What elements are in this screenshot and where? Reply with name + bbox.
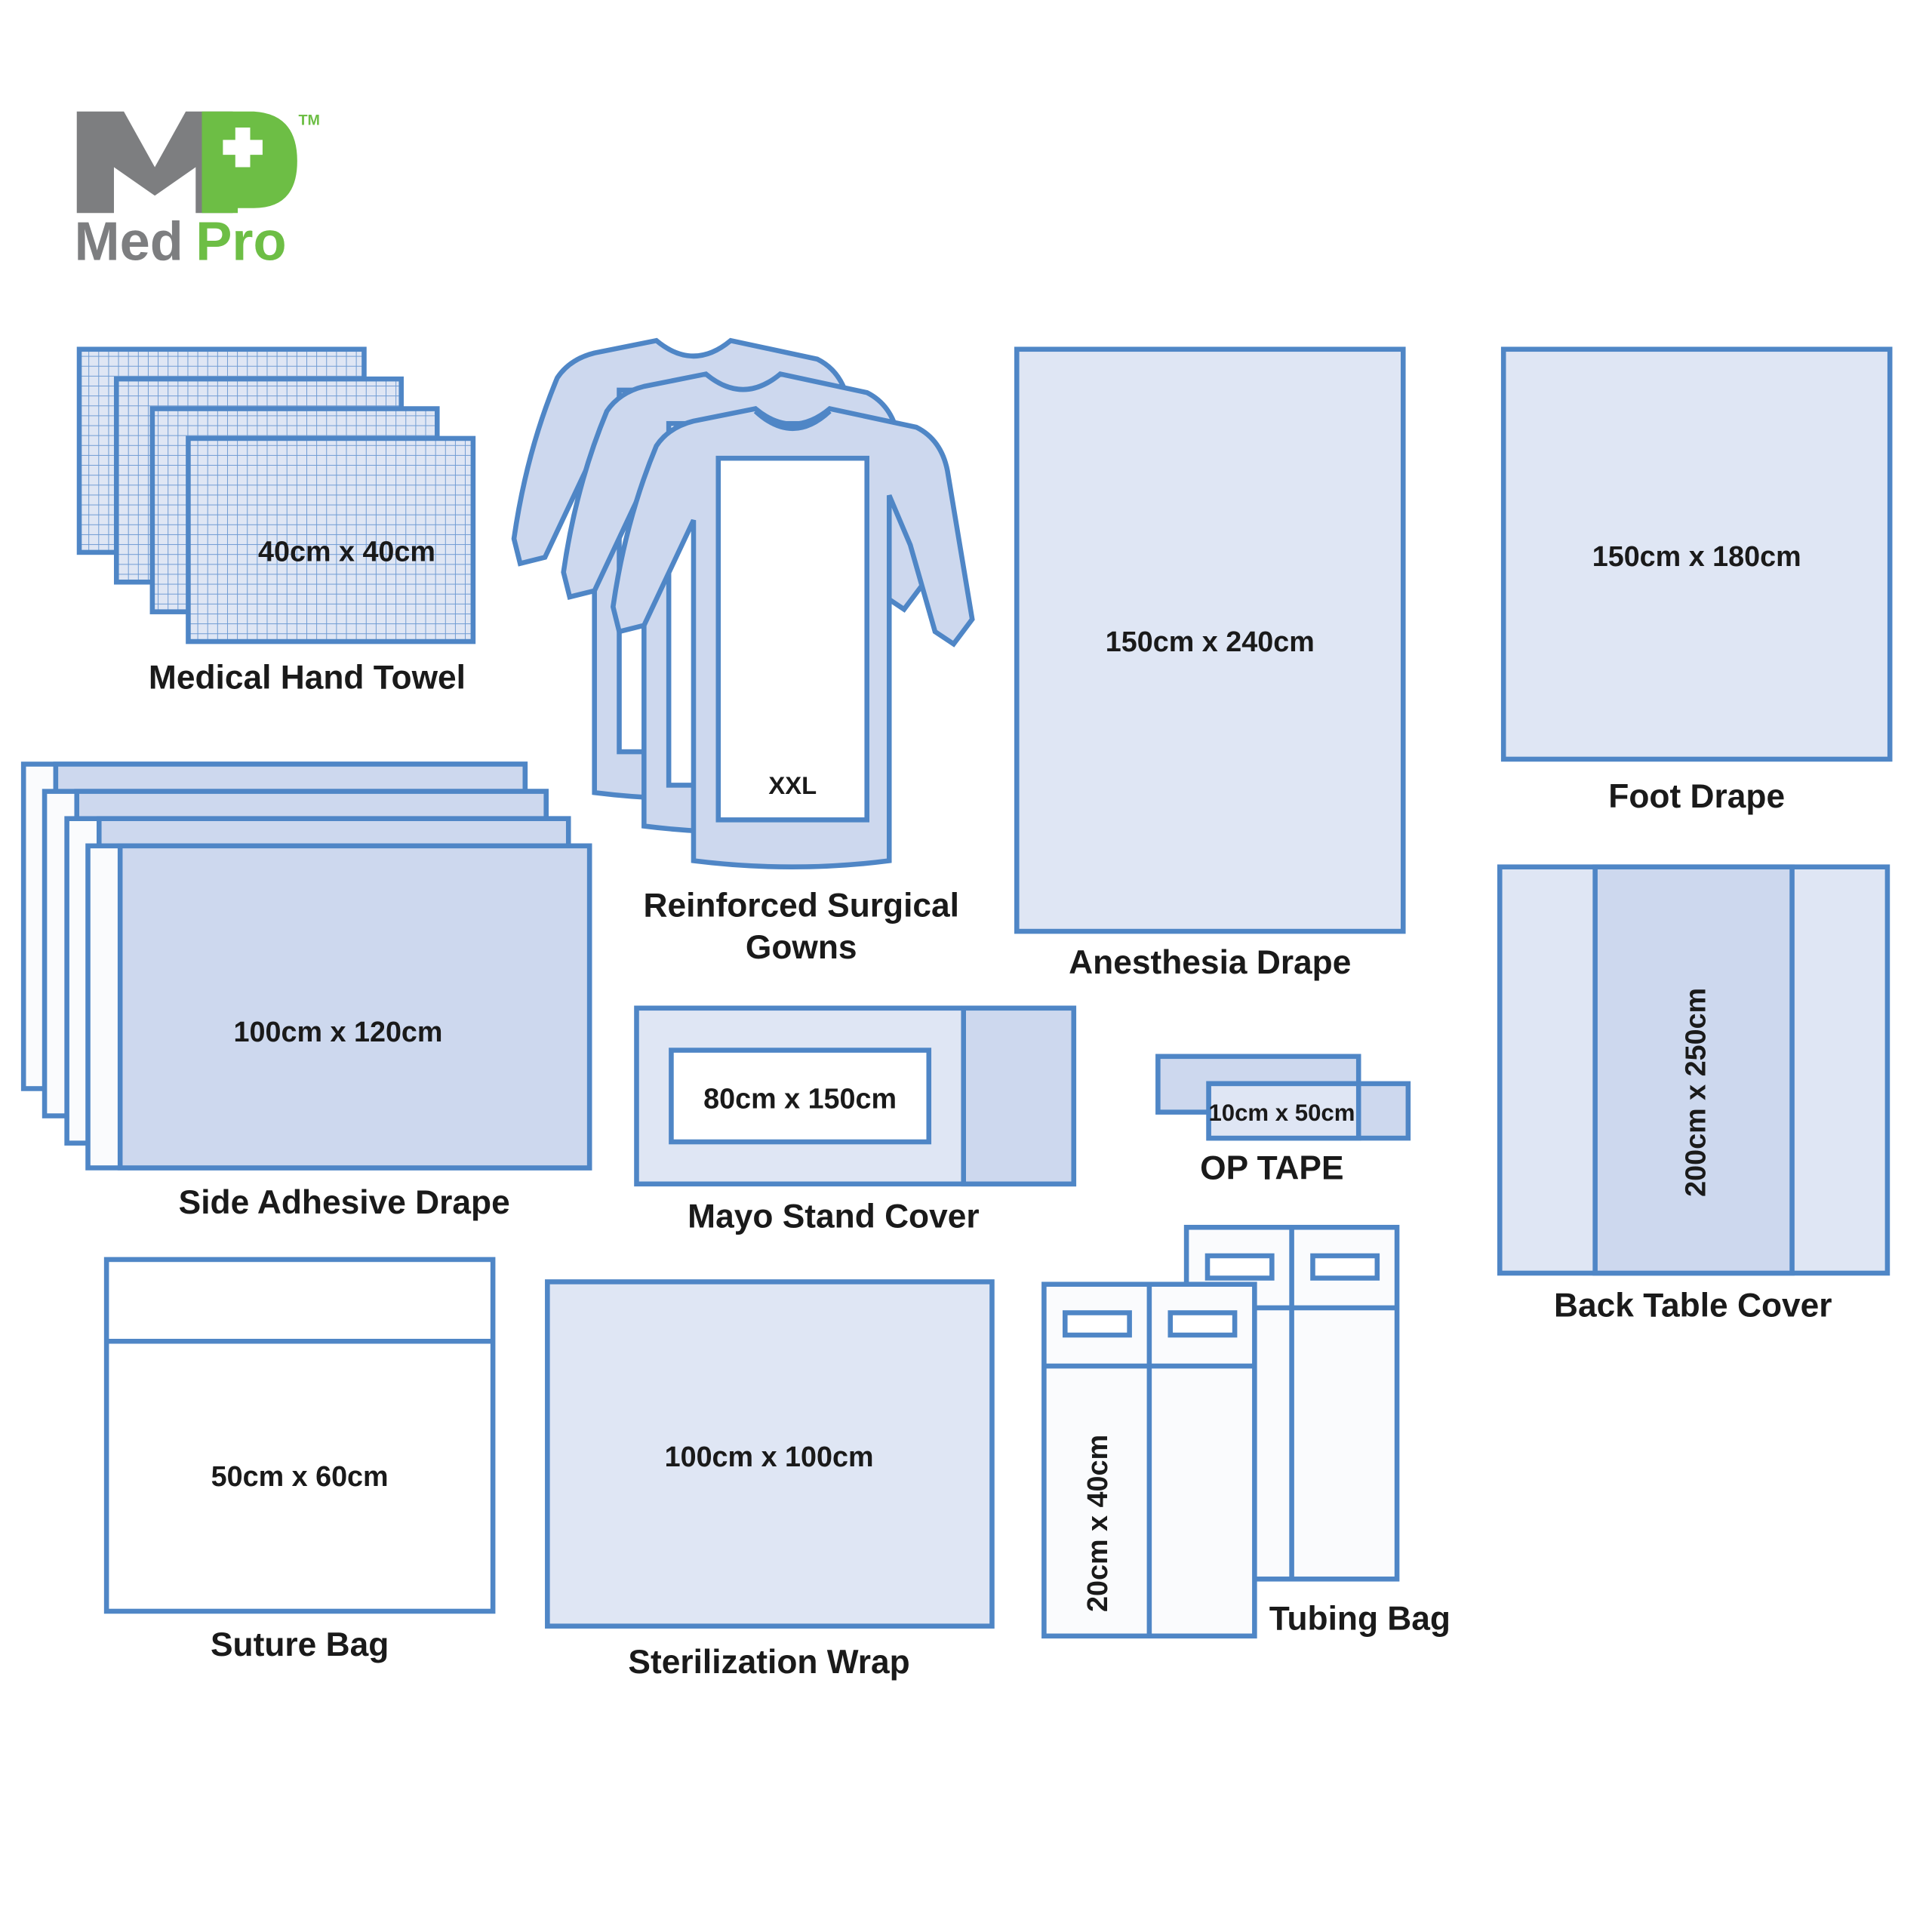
back-table-cover-size: 200cm x 250cm [1680, 988, 1712, 1197]
medical-cross-icon [223, 128, 263, 168]
gowns-label-line2: Gowns [746, 929, 857, 966]
mayo-stand-cover: 80cm x 150cm Mayo Stand Cover [634, 1005, 1077, 1235]
logo-m [76, 111, 233, 214]
tubing-bag-label: Tubing Bag [1269, 1601, 1451, 1638]
tubing-bag: 20cm x 40cm Tubing Bag [1041, 1224, 1451, 1639]
logo-trademark: TM [298, 112, 319, 129]
op-tape-size: 10cm x 50cm [1208, 1100, 1355, 1126]
tubing-bag-size: 20cm x 40cm [1081, 1435, 1113, 1612]
anesthesia-drape-size: 150cm x 240cm [1106, 626, 1315, 657]
medpro-logo: TM Med Pro [74, 111, 320, 272]
back-table-cover: 200cm x 250cm Back Table Cover [1497, 864, 1890, 1324]
suture-bag: 50cm x 60cm Suture Bag [103, 1257, 496, 1663]
foot-drape-size: 150cm x 180cm [1592, 540, 1801, 572]
logo-name-pro: Pro [195, 212, 286, 272]
hand-towel-label: Medical Hand Towel [149, 659, 466, 696]
mayo-stand-cover-size: 80cm x 150cm [703, 1083, 897, 1115]
anesthesia-drape-label: Anesthesia Drape [1069, 944, 1351, 981]
foot-drape-label: Foot Drape [1608, 778, 1785, 815]
back-table-cover-label: Back Table Cover [1554, 1287, 1832, 1324]
mayo-stand-cover-label: Mayo Stand Cover [688, 1198, 979, 1235]
op-tape: 10cm x 50cm OP TAPE [1155, 1054, 1411, 1186]
sterilization-wrap-size: 100cm x 100cm [665, 1441, 874, 1472]
suture-bag-label: Suture Bag [211, 1626, 389, 1663]
gowns-label-line1: Reinforced Surgical [644, 887, 959, 924]
foot-drape: 150cm x 180cm Foot Drape [1500, 346, 1893, 815]
suture-bag-size: 50cm x 60cm [211, 1460, 389, 1492]
side-adhesive-drape: 100cm x 120cm Side Adhesive Drape [20, 761, 592, 1221]
gown-icon [610, 405, 975, 869]
gown-size: XXL [768, 771, 817, 799]
op-tape-label: OP TAPE [1200, 1149, 1343, 1186]
side-adhesive-drape-size: 100cm x 120cm [234, 1016, 443, 1048]
anesthesia-drape: 150cm x 240cm Anesthesia Drape [1014, 346, 1406, 981]
hand-towel-size: 40cm x 40cm [258, 535, 435, 567]
sterilization-wrap-label: Sterilization Wrap [628, 1644, 909, 1681]
medical-hand-towel: 40cm x 40cm Medical Hand Towel [76, 346, 476, 696]
logo-name-med: Med [74, 212, 183, 272]
reinforced-surgical-gowns: XXL Reinforced Surgical Gowns [511, 337, 975, 966]
side-adhesive-drape-label: Side Adhesive Drape [179, 1184, 510, 1221]
sterilization-wrap: 100cm x 100cm Sterilization Wrap [545, 1279, 995, 1681]
